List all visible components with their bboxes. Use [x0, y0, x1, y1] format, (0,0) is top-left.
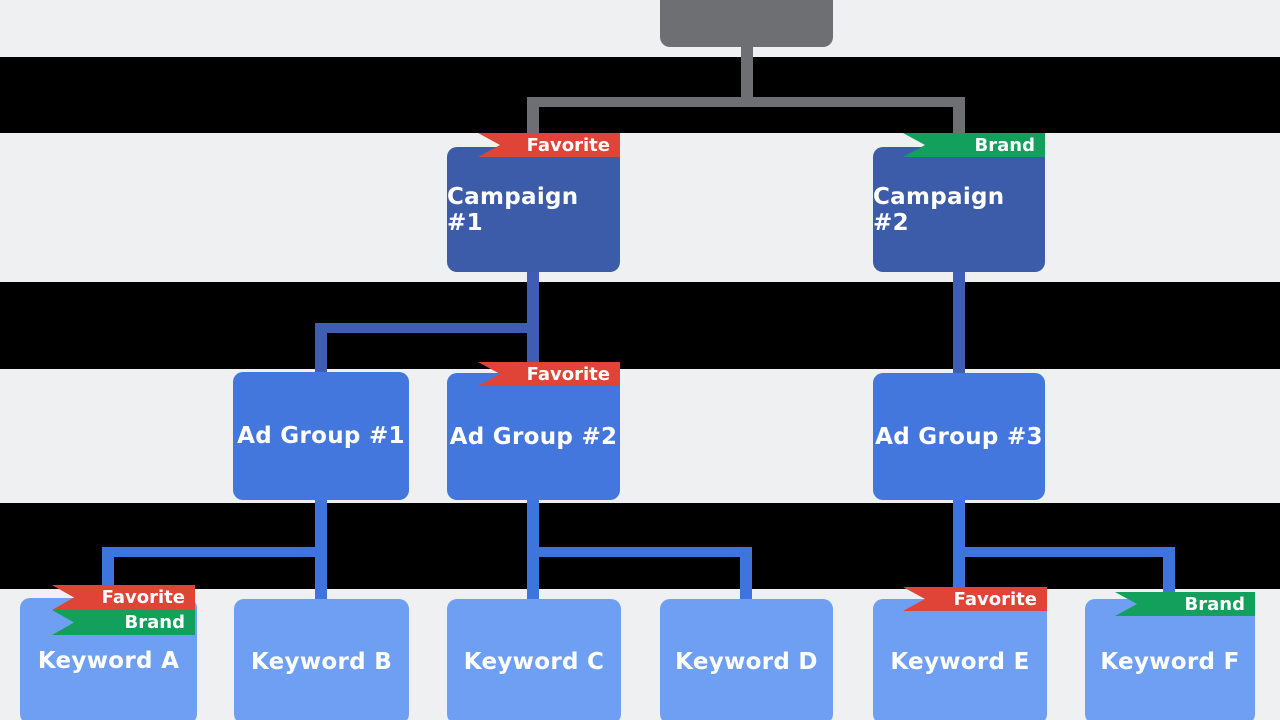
node-label: Keyword D — [675, 648, 818, 675]
background-band-adgroups — [0, 369, 1280, 503]
connector-drop-campaign-1 — [527, 97, 539, 139]
ribbon-favorite-keyword-a: Favorite — [52, 585, 195, 610]
ribbon-label: Brand — [124, 612, 185, 633]
connector-drop-keyword-d — [740, 547, 752, 604]
ribbon-label: Favorite — [526, 363, 610, 385]
node-label: Campaign #1 — [447, 183, 579, 236]
node-label: Keyword A — [37, 648, 180, 674]
ribbon-favorite-keyword-e: Favorite — [903, 587, 1047, 611]
connector-drop-keyword-a — [102, 547, 114, 591]
node-label: Keyword F — [1100, 648, 1240, 675]
ribbon-label: Brand — [974, 134, 1035, 156]
connector-adgroup3-crossbar — [959, 547, 1175, 557]
ribbon-label: Brand — [1184, 593, 1245, 615]
node-label: Ad Group #1 — [237, 423, 405, 449]
background-band-keywords — [0, 589, 1280, 720]
node-keyword-b: Keyword B — [234, 599, 409, 720]
node-adgroup-1: Ad Group #1 — [233, 372, 409, 500]
connector-drop-adgroup-1 — [315, 323, 327, 378]
node-adgroup-3: Ad Group #3 — [873, 373, 1045, 500]
ribbon-brand-campaign-2: Brand — [903, 133, 1045, 157]
node-label: Keyword E — [890, 648, 1030, 675]
node-keyword-e: Keyword E — [873, 599, 1047, 720]
connector-campaign1-crossbar — [315, 323, 539, 333]
node-label: Keyword B — [250, 648, 393, 675]
connector-drop-campaign-2 — [953, 97, 965, 139]
connector-adgroup2-crossbar — [533, 547, 752, 557]
ribbon-brand-keyword-f: Brand — [1115, 592, 1255, 616]
node-keyword-f: Keyword F — [1085, 599, 1255, 720]
node-keyword-d: Keyword D — [660, 599, 833, 720]
connector-root-stem — [741, 38, 753, 107]
ribbon-label: Favorite — [101, 587, 185, 608]
background-band-campaigns — [0, 133, 1280, 282]
background-band-top — [0, 0, 1280, 57]
connector-drop-keyword-f — [1163, 547, 1175, 597]
node-adgroup-2: Ad Group #2 — [447, 373, 620, 500]
ribbon-favorite-campaign-1: Favorite — [478, 133, 620, 157]
connector-campaign1-stem — [527, 266, 539, 370]
node-label: Ad Group #3 — [875, 423, 1043, 450]
node-account-root — [660, 0, 833, 47]
connector-campaign2-stem — [953, 266, 965, 378]
connector-adgroup3-stem — [953, 492, 965, 592]
node-label: Ad Group #2 — [449, 423, 618, 450]
connector-adgroup1-crossbar — [102, 547, 327, 557]
node-label: Keyword C — [463, 648, 605, 675]
connector-root-crossbar — [527, 97, 965, 107]
ribbon-label: Favorite — [526, 134, 610, 156]
node-keyword-c: Keyword C — [447, 599, 621, 720]
node-campaign-1: Campaign #1 — [447, 147, 620, 272]
ribbon-label: Favorite — [953, 588, 1037, 610]
node-campaign-2: Campaign #2 — [873, 147, 1045, 272]
node-label: Campaign #2 — [873, 183, 1005, 236]
ribbon-brand-keyword-a: Brand — [52, 610, 195, 635]
ribbon-favorite-adgroup-2: Favorite — [478, 362, 620, 386]
